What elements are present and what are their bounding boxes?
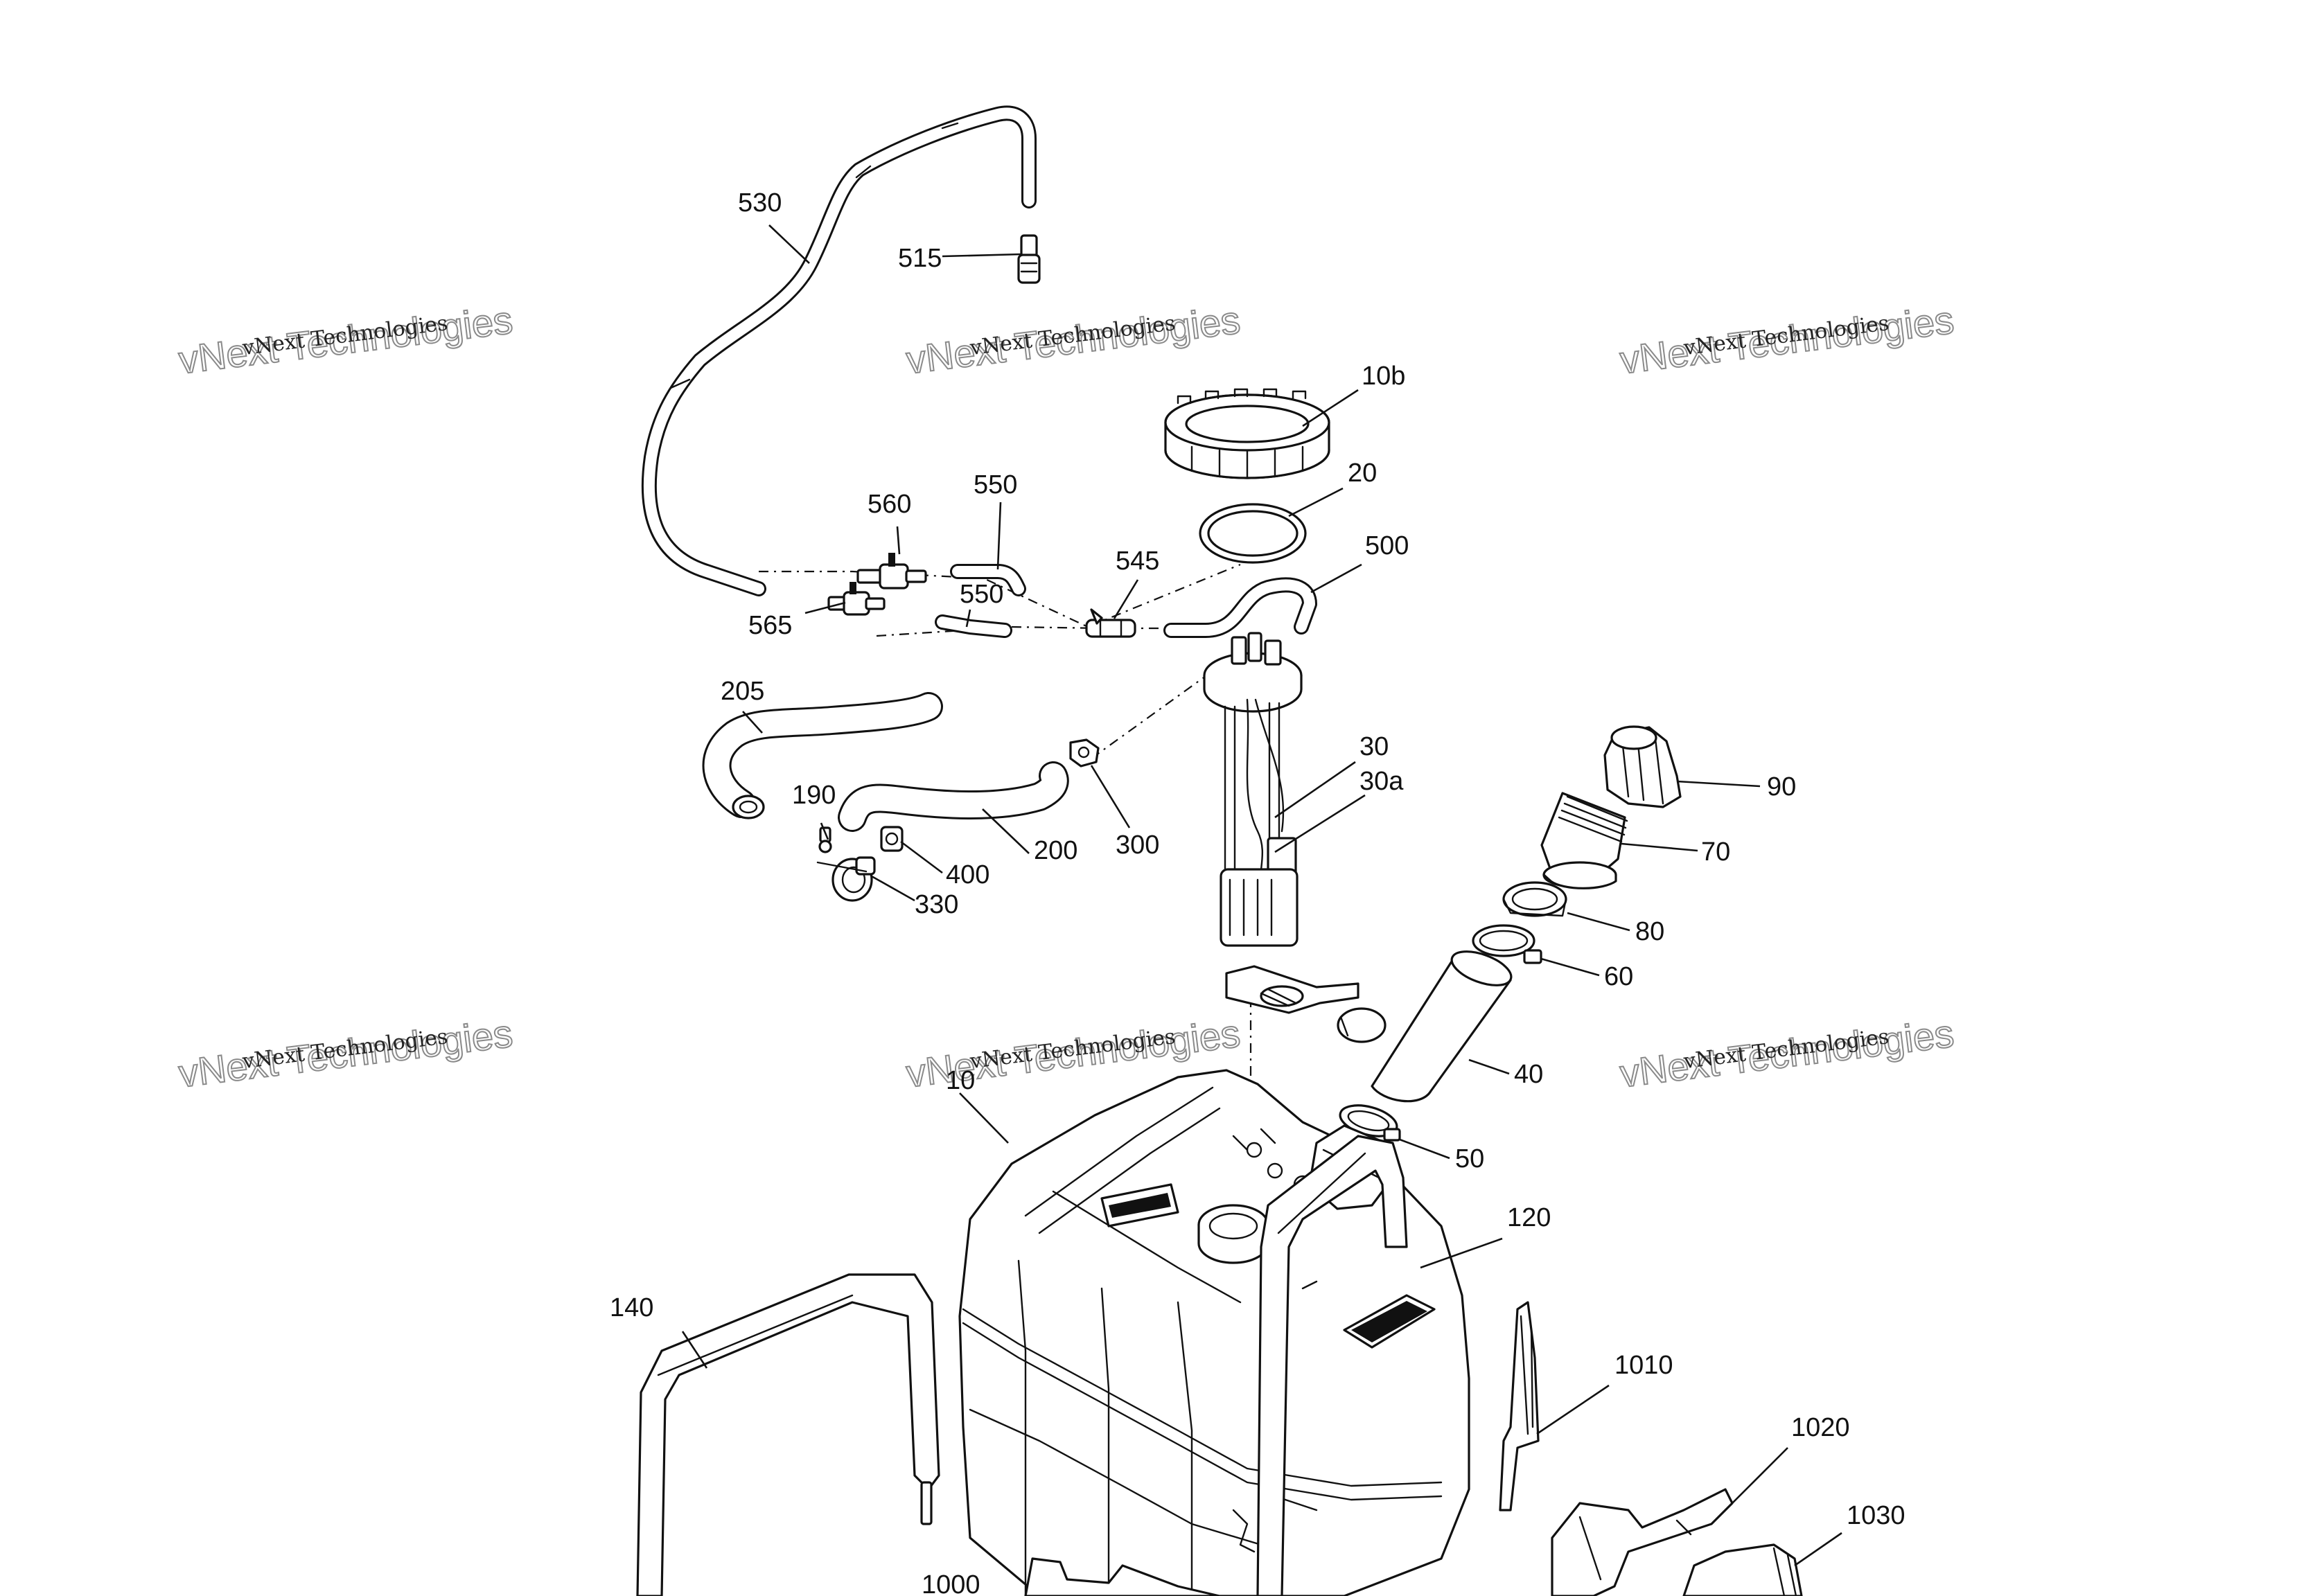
- callout-330: 330: [915, 890, 958, 919]
- callout-140: 140: [610, 1293, 653, 1322]
- leader-lines: [681, 224, 1842, 1567]
- part-10-fuel-tank: [958, 1069, 1470, 1596]
- watermark-mid-left: vNext Technologies vNext Technologies: [176, 1011, 516, 1097]
- callout-20: 20: [1348, 459, 1377, 488]
- callout-515: 515: [898, 244, 942, 273]
- part-90-cap: [1603, 725, 1682, 808]
- part-205-fill-hose: [702, 692, 943, 819]
- part-400-nut: [880, 826, 904, 852]
- callout-1000: 1000: [922, 1570, 980, 1596]
- watermark-top-right: vNext Technologies vNext Technologies: [1617, 297, 1957, 383]
- callout-300: 300: [1116, 831, 1159, 860]
- part-200-fill-hose: [838, 761, 1069, 832]
- part-1020-heat-shield: [1551, 1488, 1734, 1596]
- callout-40: 40: [1514, 1060, 1543, 1089]
- part-1030-heat-shield: [1682, 1543, 1803, 1596]
- callout-70: 70: [1701, 837, 1730, 867]
- part-40-filler-hose: [1371, 950, 1513, 1103]
- part-500-fuel-hose: [1163, 577, 1317, 638]
- callout-550-lower: 550: [960, 580, 1003, 609]
- callout-30: 30: [1359, 732, 1389, 761]
- part-120-tank-strap: [1256, 1135, 1408, 1596]
- part-300-nut: [1069, 738, 1100, 768]
- watermark-top-center: vNext Technologies vNext Technologies: [904, 297, 1244, 383]
- callout-500: 500: [1365, 531, 1409, 560]
- callout-1010: 1010: [1614, 1351, 1673, 1380]
- callout-120: 120: [1507, 1203, 1551, 1232]
- part-140-tank-strap: [636, 1273, 940, 1596]
- part-80-clamp: [1502, 881, 1567, 917]
- part-330-hose-clamp: [816, 856, 876, 902]
- callout-labels: 530 515 10b 20 500 560 550 545 550 565 2…: [610, 188, 1905, 1596]
- callout-30a: 30a: [1359, 767, 1404, 796]
- callout-200: 200: [1034, 836, 1077, 865]
- callout-10b: 10b: [1362, 362, 1405, 391]
- part-515-fitting: [1017, 234, 1041, 284]
- callout-60: 60: [1604, 962, 1633, 991]
- part-30-fuel-pump-module: [1203, 632, 1387, 1043]
- callout-205: 205: [721, 677, 764, 706]
- callout-545: 545: [1116, 547, 1159, 576]
- part-70-filler-neck: [1540, 792, 1628, 889]
- callout-530: 530: [738, 188, 782, 218]
- part-565-check-valve: [827, 582, 886, 616]
- callout-400: 400: [946, 860, 989, 889]
- part-10b-lock-ring: [1164, 388, 1330, 479]
- watermark-mid-right: vNext Technologies vNext Technologies: [1617, 1011, 1957, 1097]
- callout-1020: 1020: [1791, 1413, 1850, 1442]
- part-1010-heat-shield: [1499, 1301, 1540, 1511]
- part-60-clamp: [1472, 924, 1542, 964]
- callout-560: 560: [868, 490, 911, 519]
- part-560-check-valve: [856, 553, 927, 589]
- callout-80: 80: [1635, 917, 1664, 946]
- callout-565: 565: [748, 611, 792, 640]
- part-530-vent-tube: [641, 105, 1037, 596]
- part-190-screw: [818, 826, 832, 853]
- callout-190: 190: [792, 781, 836, 810]
- callout-90: 90: [1767, 772, 1796, 801]
- part-550-hose-lower: [935, 614, 1012, 638]
- part-1000-skid-plate: [1024, 1557, 1221, 1596]
- part-545-connector: [1085, 608, 1136, 638]
- part-20-seal: [1199, 503, 1307, 564]
- callout-1030: 1030: [1847, 1501, 1905, 1530]
- callout-10: 10: [946, 1066, 975, 1095]
- watermark-top-left: vNext Technologies vNext Technologies: [176, 297, 516, 383]
- callout-50: 50: [1455, 1144, 1484, 1173]
- part-550-hose-upper: [950, 564, 1026, 596]
- callout-550-upper: 550: [974, 470, 1017, 499]
